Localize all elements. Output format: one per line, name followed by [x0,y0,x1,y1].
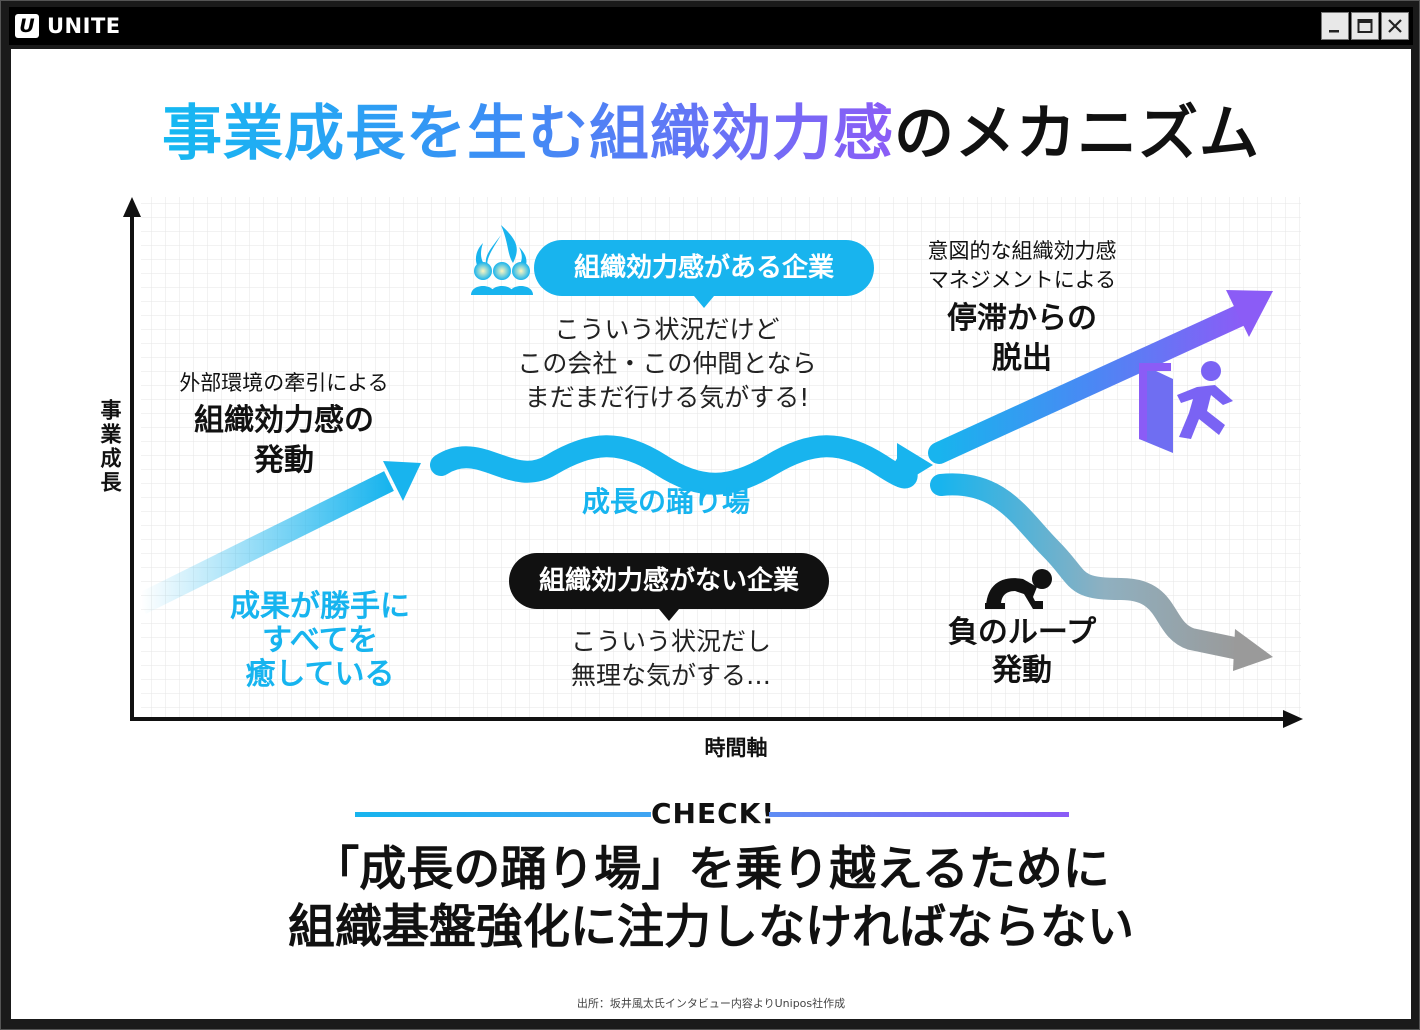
negative-loop-line1: 負のループ [947,615,1097,650]
title-dark-part: のメカニズム [894,99,1260,169]
y-axis-arrowhead [123,197,141,217]
conclusion-text: 「成長の踊り場」を乗り越えるために 組織基盤強化に注力しなければならない [11,841,1411,957]
title-bar: U UNITE [9,7,1413,45]
despair-person-icon [985,569,1052,609]
minimize-icon [1329,30,1339,33]
team-flame-icon [471,225,533,295]
stage1-heading-line1: 組織効力感の [194,403,374,438]
rising-arrow-head [383,461,421,501]
app-title: UNITE [47,14,121,38]
stage3-heading-line2: 脱出 [992,341,1052,376]
conclusion-line1: 「成長の踊り場」を乗り越えるために [312,842,1110,897]
stage3-heading-line1: 停滞からの [947,301,1097,336]
close-button[interactable] [1381,12,1409,40]
plateau-arrow-head [897,443,933,487]
positive-voice-line2: この会社・この仲間となら [517,349,817,378]
stage1-heading-line2: 発動 [254,443,314,478]
check-label: CHECK! [651,797,776,830]
rising-arrow-shaft [136,471,394,614]
positive-voice-line3: まだまだ行ける気がする! [524,383,810,412]
close-icon [1388,19,1402,33]
check-line-left [355,812,651,817]
page-title: 事業成長を生む組織効力感のメカニズム [11,85,1411,172]
stage3-caption-line1: 意図的な組織効力感 [927,239,1117,263]
maximize-icon [1357,19,1373,33]
stage1-blue-line2: すべてを [261,623,379,658]
title-gradient-part: 事業成長を生む組織効力感 [162,99,894,169]
negative-loop-line2: 発動 [992,653,1052,688]
negative-voice-line1: こういう状況だし [570,627,771,656]
positive-voice-line1: こういう状況だけど [554,315,780,344]
x-axis-label: 時間軸 [704,736,768,760]
stage1-blue-line3: 癒している [245,657,395,692]
maximize-button[interactable] [1351,12,1379,40]
conclusion-line2: 組織基盤強化に注力しなければならない [288,900,1134,955]
negative-voice-line2: 無理な気がする… [570,661,771,690]
negative-company-pill: 組織効力感がない企業 [509,553,829,621]
check-line-right [769,812,1069,817]
window-controls [1321,12,1409,40]
source-note: 出所：坂井風太氏インタビュー内容よりUnipos社作成 [576,997,846,1010]
stage1-blue-line1: 成果が勝手に [230,589,410,624]
stage3-caption-line2: マネジメントによる [927,268,1117,292]
escape-arrow-head [1226,290,1273,337]
check-divider: CHECK! [355,797,1069,831]
app-logo: U [15,14,39,38]
positive-company-pill: 組織効力感がある企業 [534,240,874,308]
negative-wave [930,473,1250,660]
stage1-caption: 外部環境の牽引による [179,371,389,395]
x-axis-arrowhead [1283,710,1303,728]
plateau-label: 成長の踊り場 [581,485,750,518]
negative-arrow-head [1233,629,1273,671]
escape-arrow-shaft [928,303,1254,464]
infographic-canvas: 事業成長を生む組織効力感のメカニズム [11,49,1411,1019]
y-axis-label: 事業成長 [98,399,122,495]
minimize-button[interactable] [1321,12,1349,40]
exit-door-runner-icon [1139,361,1233,453]
plateau-wave [430,435,918,495]
